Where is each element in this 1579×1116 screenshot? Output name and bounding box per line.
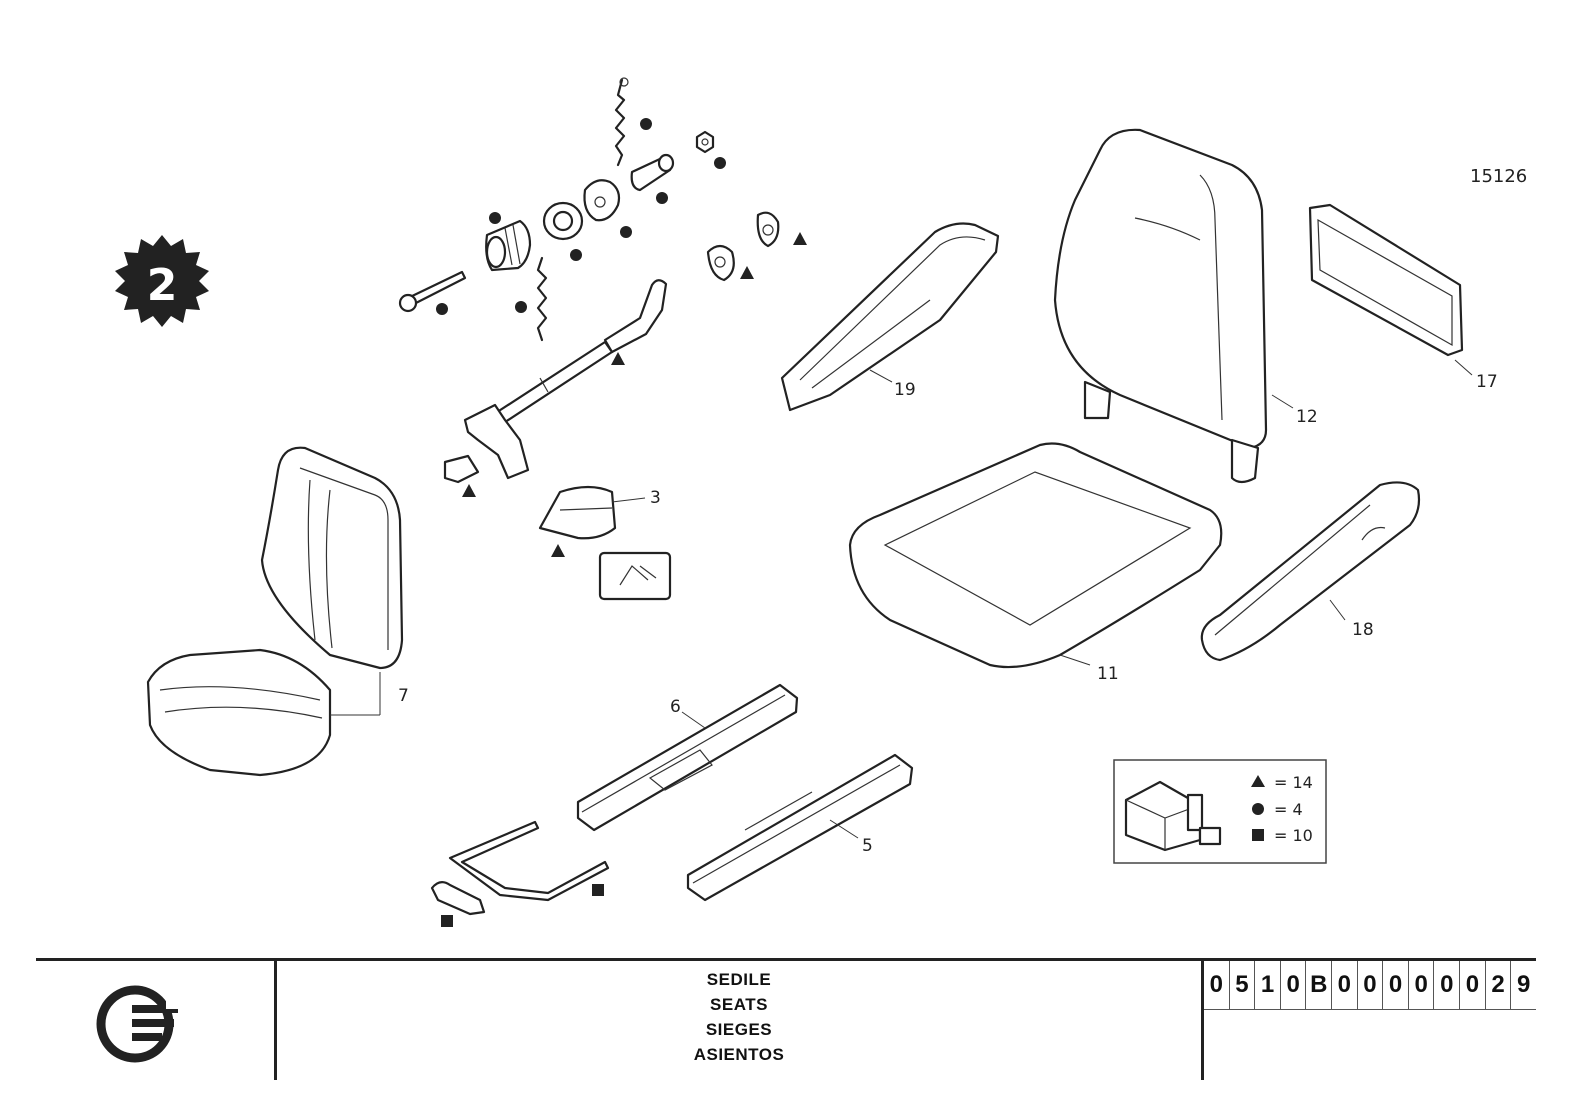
part-17-back-frame (1308, 203, 1473, 376)
code-digit: 0 (1332, 961, 1358, 1009)
title-block: SEDILE SEATS SIEGES ASIENTOS 0 5 1 0 B 0… (36, 958, 1536, 1083)
code-digit: 1 (1255, 961, 1281, 1009)
title-english: SEATS (710, 995, 768, 1014)
kit-legend-circle-qty: = 4 (1274, 800, 1303, 819)
kit-legend-square-qty: = 10 (1274, 826, 1313, 845)
part-11-seat-cushion (848, 442, 1223, 669)
kit-legend: = 14 = 4 = 10 (1113, 759, 1327, 864)
callout-12: 12 (1296, 407, 1318, 427)
part-3-cover (538, 485, 672, 601)
callout-5: 5 (862, 836, 873, 856)
kit-legend-triangle-qty: = 14 (1274, 773, 1313, 792)
square-symbol (1252, 829, 1264, 841)
part-18-armrest (1200, 481, 1421, 662)
company-logo (96, 985, 180, 1063)
title-french: SIEGES (705, 1020, 773, 1039)
callout-11: 11 (1097, 664, 1119, 684)
callout-18: 18 (1352, 620, 1374, 640)
drawing-number: 15126 (1470, 166, 1527, 187)
logo-cell (36, 961, 277, 1080)
circle-symbol (1252, 803, 1264, 815)
code-digit: 0 (1460, 961, 1486, 1009)
code-digit: 2 (1486, 961, 1512, 1009)
callout-7: 7 (398, 686, 409, 706)
code-digit: B (1306, 961, 1333, 1009)
code-digit: 0 (1204, 961, 1230, 1009)
code-digit: 0 (1358, 961, 1384, 1009)
page-badge-number: 2 (147, 260, 178, 311)
title-italian: SEDILE (706, 970, 772, 989)
page-badge: 2 (115, 235, 209, 327)
callout-19: 19 (894, 380, 916, 400)
code-digit: 0 (1409, 961, 1435, 1009)
title-spanish: ASIENTOS (693, 1045, 785, 1064)
part-6-seat-rail (576, 683, 799, 832)
part-12-backrest (1053, 128, 1294, 484)
catalog-code: 0 5 1 0 B 0 0 0 0 0 0 2 9 (1204, 961, 1536, 1010)
catalog-titles: SEDILE SEATS SIEGES ASIENTOS (277, 961, 1204, 1080)
kit-box-icon (1124, 780, 1222, 852)
part-7-compact-seat (146, 446, 404, 777)
callout-6: 6 (670, 697, 681, 717)
part-19-side-trim (780, 222, 1000, 412)
code-digit: 9 (1516, 971, 1531, 998)
code-digit: 0 (1434, 961, 1461, 1009)
triangle-symbol (1251, 775, 1265, 787)
callout-3: 3 (650, 488, 661, 508)
catalog-code-cell: 0 5 1 0 B 0 0 0 0 0 0 2 9 (1204, 961, 1536, 1080)
callout-labels: 3 5 6 7 11 12 17 18 19 (398, 372, 1498, 856)
recline-mechanism-parts (398, 77, 780, 484)
code-digit: 5 (1230, 961, 1256, 1009)
hardware-symbols (436, 118, 807, 927)
code-digit: 0 (1383, 961, 1409, 1009)
part-5-seat-rail (686, 753, 914, 902)
rail-release-bar (430, 820, 610, 916)
callout-17: 17 (1476, 372, 1498, 392)
code-digit: 0 (1281, 961, 1307, 1009)
